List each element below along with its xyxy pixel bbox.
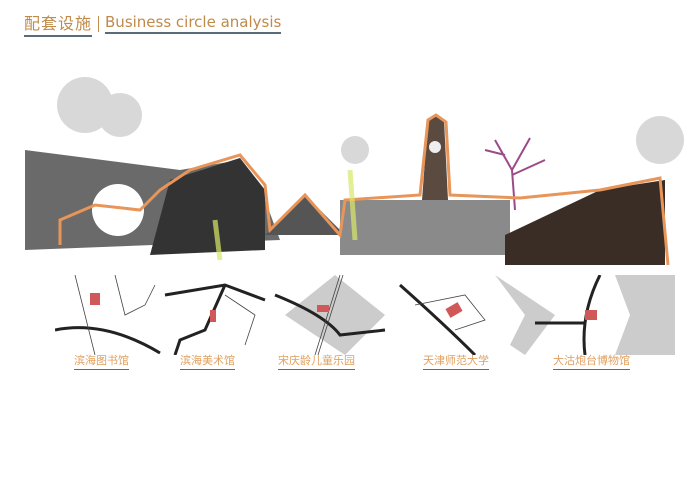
map-3 bbox=[274, 275, 386, 355]
site-label-fort-museum: 大沽炮台博物馆 bbox=[553, 352, 630, 370]
header: 配套设施 Business circle analysis bbox=[24, 10, 282, 37]
skyline-outline bbox=[58, 113, 670, 266]
map-5 bbox=[535, 275, 675, 355]
map-2 bbox=[164, 283, 266, 355]
building-collage bbox=[25, 77, 684, 266]
site-label-library: 滨海图书馆 bbox=[74, 352, 129, 370]
purple-tree bbox=[484, 137, 546, 211]
site-label-university: 天津师范大学 bbox=[423, 352, 489, 370]
map-4 bbox=[399, 275, 555, 355]
divider bbox=[98, 15, 100, 32]
trees bbox=[57, 77, 684, 164]
map-1 bbox=[55, 275, 161, 355]
buildings bbox=[25, 115, 665, 265]
title-en: Business circle analysis bbox=[105, 13, 282, 34]
location-maps bbox=[55, 275, 675, 355]
title-cn: 配套设施 bbox=[24, 10, 93, 37]
site-label-children-park: 宋庆龄儿童乐园 bbox=[278, 352, 355, 370]
site-label-art-museum: 滨海美术馆 bbox=[180, 352, 235, 370]
yellow-highlight bbox=[212, 169, 358, 261]
